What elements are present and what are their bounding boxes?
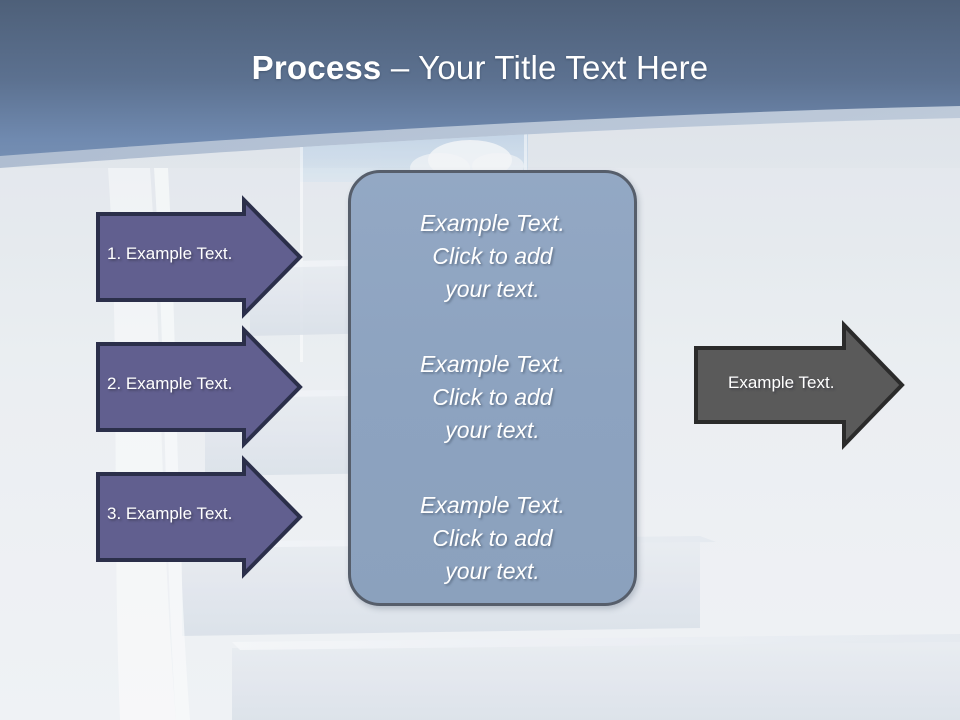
arrow-right-icon	[96, 455, 303, 579]
center-content-panel[interactable]: Example Text. Click to add your text. Ex…	[348, 170, 637, 606]
step-arrow-1[interactable]: 1. Example Text.	[96, 195, 303, 319]
panel-text-block-2[interactable]: Example Text. Click to add your text.	[420, 351, 565, 443]
arrow-right-icon	[96, 195, 303, 319]
panel-text-block-1[interactable]: Example Text. Click to add your text.	[420, 210, 565, 302]
output-arrow[interactable]: Example Text.	[694, 320, 905, 450]
slide-title-bold: Process	[251, 49, 382, 86]
slide-title: Process – Your Title Text Here	[0, 48, 960, 88]
arrow-right-icon	[96, 325, 303, 449]
arrow-right-icon	[694, 320, 905, 450]
step-arrow-2[interactable]: 2. Example Text.	[96, 325, 303, 449]
panel-text-block-3[interactable]: Example Text. Click to add your text.	[420, 492, 565, 584]
slide-title-rest: – Your Title Text Here	[381, 49, 709, 86]
step-arrow-3[interactable]: 3. Example Text.	[96, 455, 303, 579]
